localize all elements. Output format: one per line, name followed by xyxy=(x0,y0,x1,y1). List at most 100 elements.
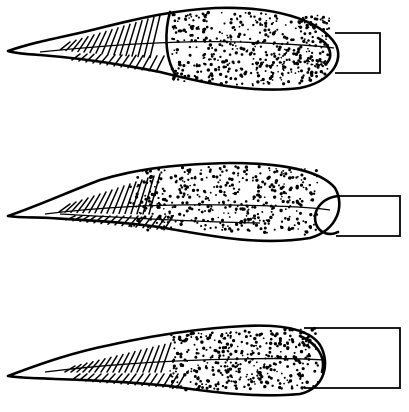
speckle xyxy=(222,224,225,227)
speckle xyxy=(300,386,303,389)
speckle xyxy=(278,386,281,389)
speckle xyxy=(304,234,306,236)
speckle xyxy=(295,27,297,29)
speckle xyxy=(213,186,215,188)
speckle xyxy=(203,15,205,17)
speckle xyxy=(229,185,231,187)
speckle xyxy=(248,230,250,232)
speckle xyxy=(287,80,290,83)
speckle xyxy=(227,70,230,73)
speckle xyxy=(250,378,252,380)
speckle xyxy=(197,364,199,366)
speckle xyxy=(193,176,196,179)
speckle xyxy=(235,207,238,210)
speckle xyxy=(193,65,195,67)
speckle xyxy=(273,369,276,372)
speckle xyxy=(165,199,168,202)
speckle xyxy=(271,385,273,387)
speckle xyxy=(310,23,313,26)
speckle xyxy=(156,222,158,224)
speckle xyxy=(301,200,304,203)
speckle xyxy=(182,180,184,182)
speckle xyxy=(269,77,272,80)
speckle xyxy=(217,217,219,219)
speckle xyxy=(172,339,175,342)
speckle xyxy=(223,50,226,53)
speckle xyxy=(267,82,270,85)
speckle xyxy=(301,382,303,384)
speckle xyxy=(190,381,192,383)
speckle xyxy=(237,346,239,348)
speckle xyxy=(289,335,292,338)
speckle xyxy=(214,49,217,52)
speckle xyxy=(215,194,217,196)
speckle xyxy=(218,43,221,46)
speckle xyxy=(320,18,322,20)
speckle xyxy=(235,212,237,214)
speckle xyxy=(264,196,266,198)
speckle xyxy=(176,195,179,198)
speckle xyxy=(288,177,290,179)
speckle xyxy=(286,59,288,61)
speckle xyxy=(229,332,231,334)
speckle xyxy=(211,331,214,334)
speckle xyxy=(209,39,212,42)
speckle xyxy=(235,362,238,365)
speckle xyxy=(317,64,320,67)
samara-panel-1 xyxy=(8,8,380,90)
speckle xyxy=(190,332,193,335)
speckle xyxy=(294,224,296,226)
speckle xyxy=(233,381,235,383)
speckle xyxy=(269,170,271,172)
speckle xyxy=(270,368,273,371)
speckle xyxy=(205,196,207,198)
speckle xyxy=(222,355,224,357)
speckle xyxy=(292,60,295,63)
speckle xyxy=(262,41,264,43)
speckle xyxy=(281,373,283,375)
speckle xyxy=(265,54,268,57)
speckle xyxy=(246,342,249,345)
speckle xyxy=(281,196,283,198)
speckle xyxy=(296,369,298,371)
speckle xyxy=(222,202,224,204)
speckle xyxy=(269,32,271,34)
speckle xyxy=(300,37,303,40)
speckle xyxy=(312,193,314,195)
hatch-stroke xyxy=(155,344,165,372)
speckle xyxy=(304,21,306,23)
speckle xyxy=(292,38,295,41)
speckle xyxy=(251,373,253,375)
speckle xyxy=(188,196,191,199)
speckle xyxy=(263,231,266,234)
speckle xyxy=(301,341,304,344)
speckle xyxy=(306,42,308,44)
speckle xyxy=(212,366,214,368)
speckle xyxy=(279,61,282,64)
speckle xyxy=(175,376,178,379)
speckle xyxy=(170,334,172,336)
speckle xyxy=(225,75,228,78)
speckle xyxy=(204,191,206,193)
speckle xyxy=(264,227,267,230)
speckle xyxy=(218,357,220,359)
speckle xyxy=(286,365,289,368)
speckle xyxy=(250,380,253,383)
speckle xyxy=(256,361,258,363)
speckle xyxy=(310,15,313,18)
speckle xyxy=(170,226,172,228)
speckle xyxy=(253,195,256,198)
speckle xyxy=(243,170,246,173)
speckle xyxy=(171,53,173,55)
speckle xyxy=(149,170,151,172)
speckle xyxy=(300,350,303,353)
speckle xyxy=(213,53,215,55)
speckle xyxy=(184,18,186,20)
speckle xyxy=(181,177,184,180)
speckle xyxy=(311,59,314,62)
speckle xyxy=(324,63,327,66)
speckle xyxy=(315,18,318,21)
speckle xyxy=(178,213,181,216)
speckle xyxy=(210,74,213,77)
speckle xyxy=(288,228,291,231)
